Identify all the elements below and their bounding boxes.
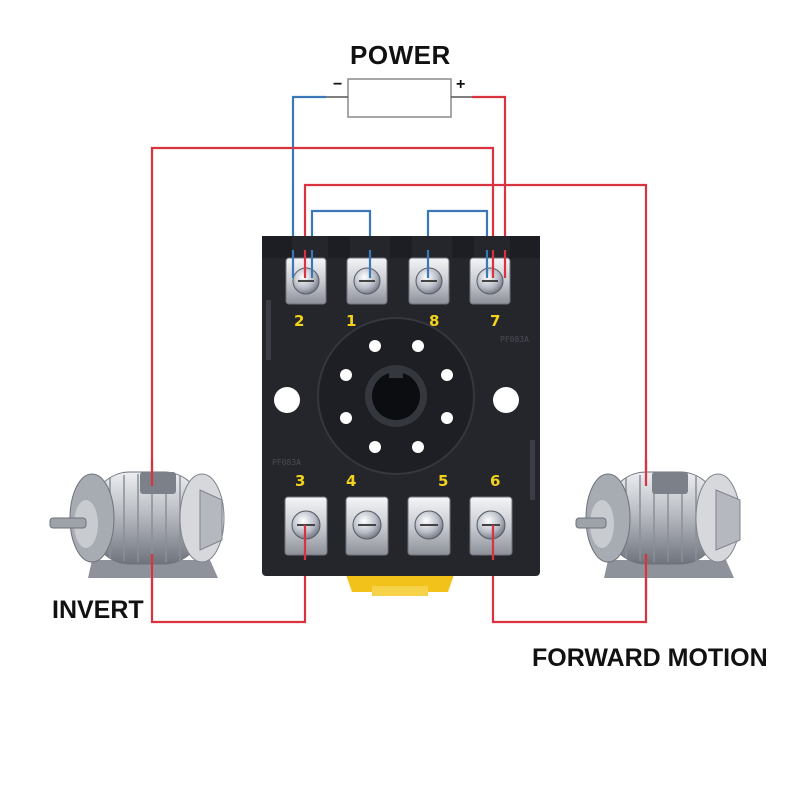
center-key-hole xyxy=(372,372,420,420)
electric-motor-icon xyxy=(575,471,741,578)
terminal-number-6: 6 xyxy=(490,472,500,490)
wire-red-power-plus xyxy=(472,95,507,270)
terminal-number-1: 1 xyxy=(346,312,356,330)
motor-invert xyxy=(49,471,225,578)
power-label: POWER xyxy=(350,40,451,70)
mount-hole-left xyxy=(274,387,300,413)
terminal-number-2: 2 xyxy=(294,312,304,330)
terminal-8 xyxy=(408,257,450,305)
terminal-4 xyxy=(345,496,389,556)
terminal-number-7: 7 xyxy=(490,312,500,330)
terminals-bottom: 3 4 5 6 xyxy=(284,472,513,560)
terminal-number-8: 8 xyxy=(429,312,439,330)
forward-motion-label: FORWARD MOTION xyxy=(532,644,768,672)
terminal-7 xyxy=(469,257,511,305)
terminal-number-4: 4 xyxy=(346,472,356,490)
power-minus-sign: − xyxy=(333,76,343,93)
terminal-1 xyxy=(346,257,388,305)
wire-red-forward-motor xyxy=(303,183,648,470)
motor-wire-entries xyxy=(150,460,648,600)
model-label-side: PF083A xyxy=(272,458,301,467)
wire-blue-power-minus xyxy=(291,95,326,270)
invert-label: INVERT xyxy=(52,596,144,624)
wire-red-invert-motor xyxy=(150,146,495,470)
terminal-5 xyxy=(407,496,451,556)
electric-motor-icon xyxy=(49,471,225,578)
mount-hole-right xyxy=(493,387,519,413)
power-supply-icon xyxy=(347,78,452,118)
power-plus-sign: + xyxy=(456,76,466,93)
terminal-number-5: 5 xyxy=(438,472,448,490)
terminal-number-3: 3 xyxy=(295,472,305,490)
relay-socket: PF083A PF083A xyxy=(262,236,540,596)
motor-forward xyxy=(575,471,741,578)
wire-ends-top xyxy=(291,250,507,278)
pin-holes xyxy=(340,340,453,453)
model-label-top: PF083A xyxy=(500,335,529,344)
terminal-6 xyxy=(469,496,513,556)
